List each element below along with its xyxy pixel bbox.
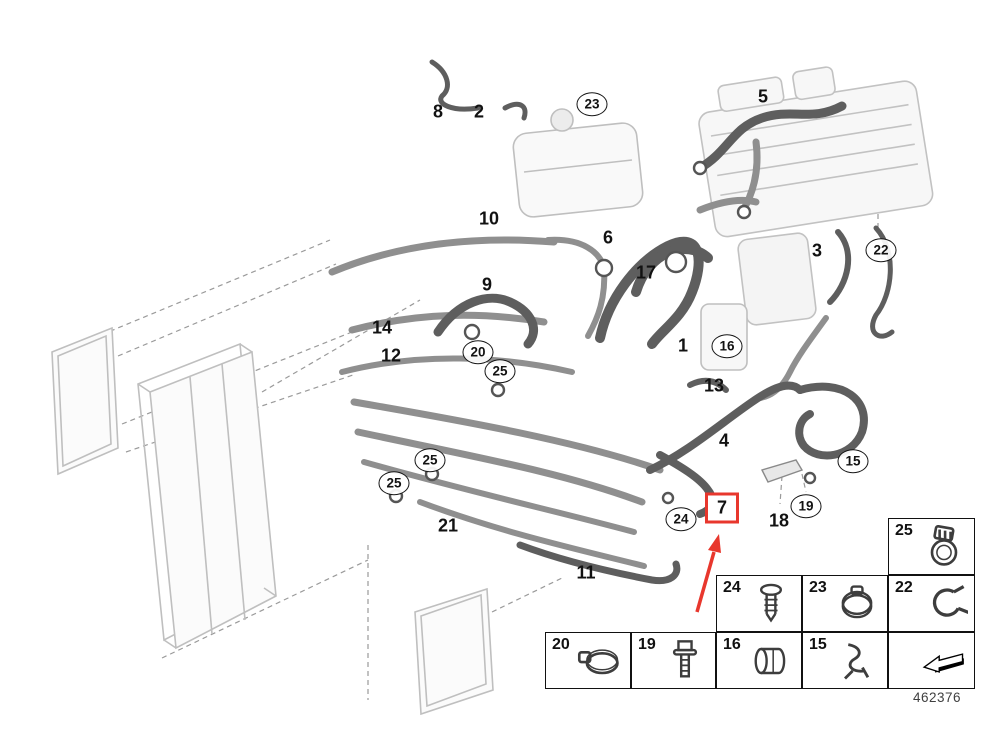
part-callout-14: 14 (371, 317, 393, 338)
part-callout-25: 25 (378, 471, 410, 495)
part-callout-24: 24 (665, 507, 697, 531)
radiator-outline (137, 342, 277, 650)
part-callout-12: 12 (380, 345, 402, 366)
hose-fittings (388, 160, 817, 505)
part-callout-8: 8 (432, 101, 444, 122)
part-callout-11: 11 (576, 562, 596, 583)
part-callout-18: 18 (768, 510, 790, 531)
bracket-part-18 (760, 459, 804, 483)
part-callout-6: 6 (602, 227, 614, 248)
part-callout-16: 16 (711, 334, 743, 358)
part-callout-15: 15 (837, 449, 869, 473)
part-callout-1: 1 (677, 335, 689, 356)
part-callout-9: 9 (481, 274, 493, 295)
part-callout-2: 2 (473, 101, 485, 122)
figure-number: 462376 (912, 690, 961, 705)
highlight-arrow (695, 534, 721, 613)
part-callout-21: 21 (437, 515, 459, 536)
highlight-arrow-head (708, 534, 721, 553)
part-callout-19: 19 (790, 494, 822, 518)
part-callout-23: 23 (576, 92, 608, 116)
part-callout-25: 25 (414, 448, 446, 472)
part-callout-7-highlighted: 7 (704, 492, 740, 524)
highlight-arrow-shaft (695, 551, 716, 613)
charge-cooler-outline (737, 232, 817, 326)
part-callout-17: 17 (635, 262, 657, 283)
part-callout-13: 13 (703, 375, 725, 396)
part-callout-4: 4 (718, 430, 730, 451)
part-callout-5: 5 (757, 86, 769, 107)
part-callout-10: 10 (478, 208, 500, 229)
part-callout-25: 25 (484, 359, 516, 383)
part-callout-3: 3 (811, 240, 823, 261)
expansion-tank-outline (512, 108, 644, 218)
intercooler-outline (414, 587, 494, 716)
part-callout-22: 22 (865, 238, 897, 262)
condenser-outline (51, 326, 119, 476)
part-callout-20: 20 (462, 340, 494, 364)
